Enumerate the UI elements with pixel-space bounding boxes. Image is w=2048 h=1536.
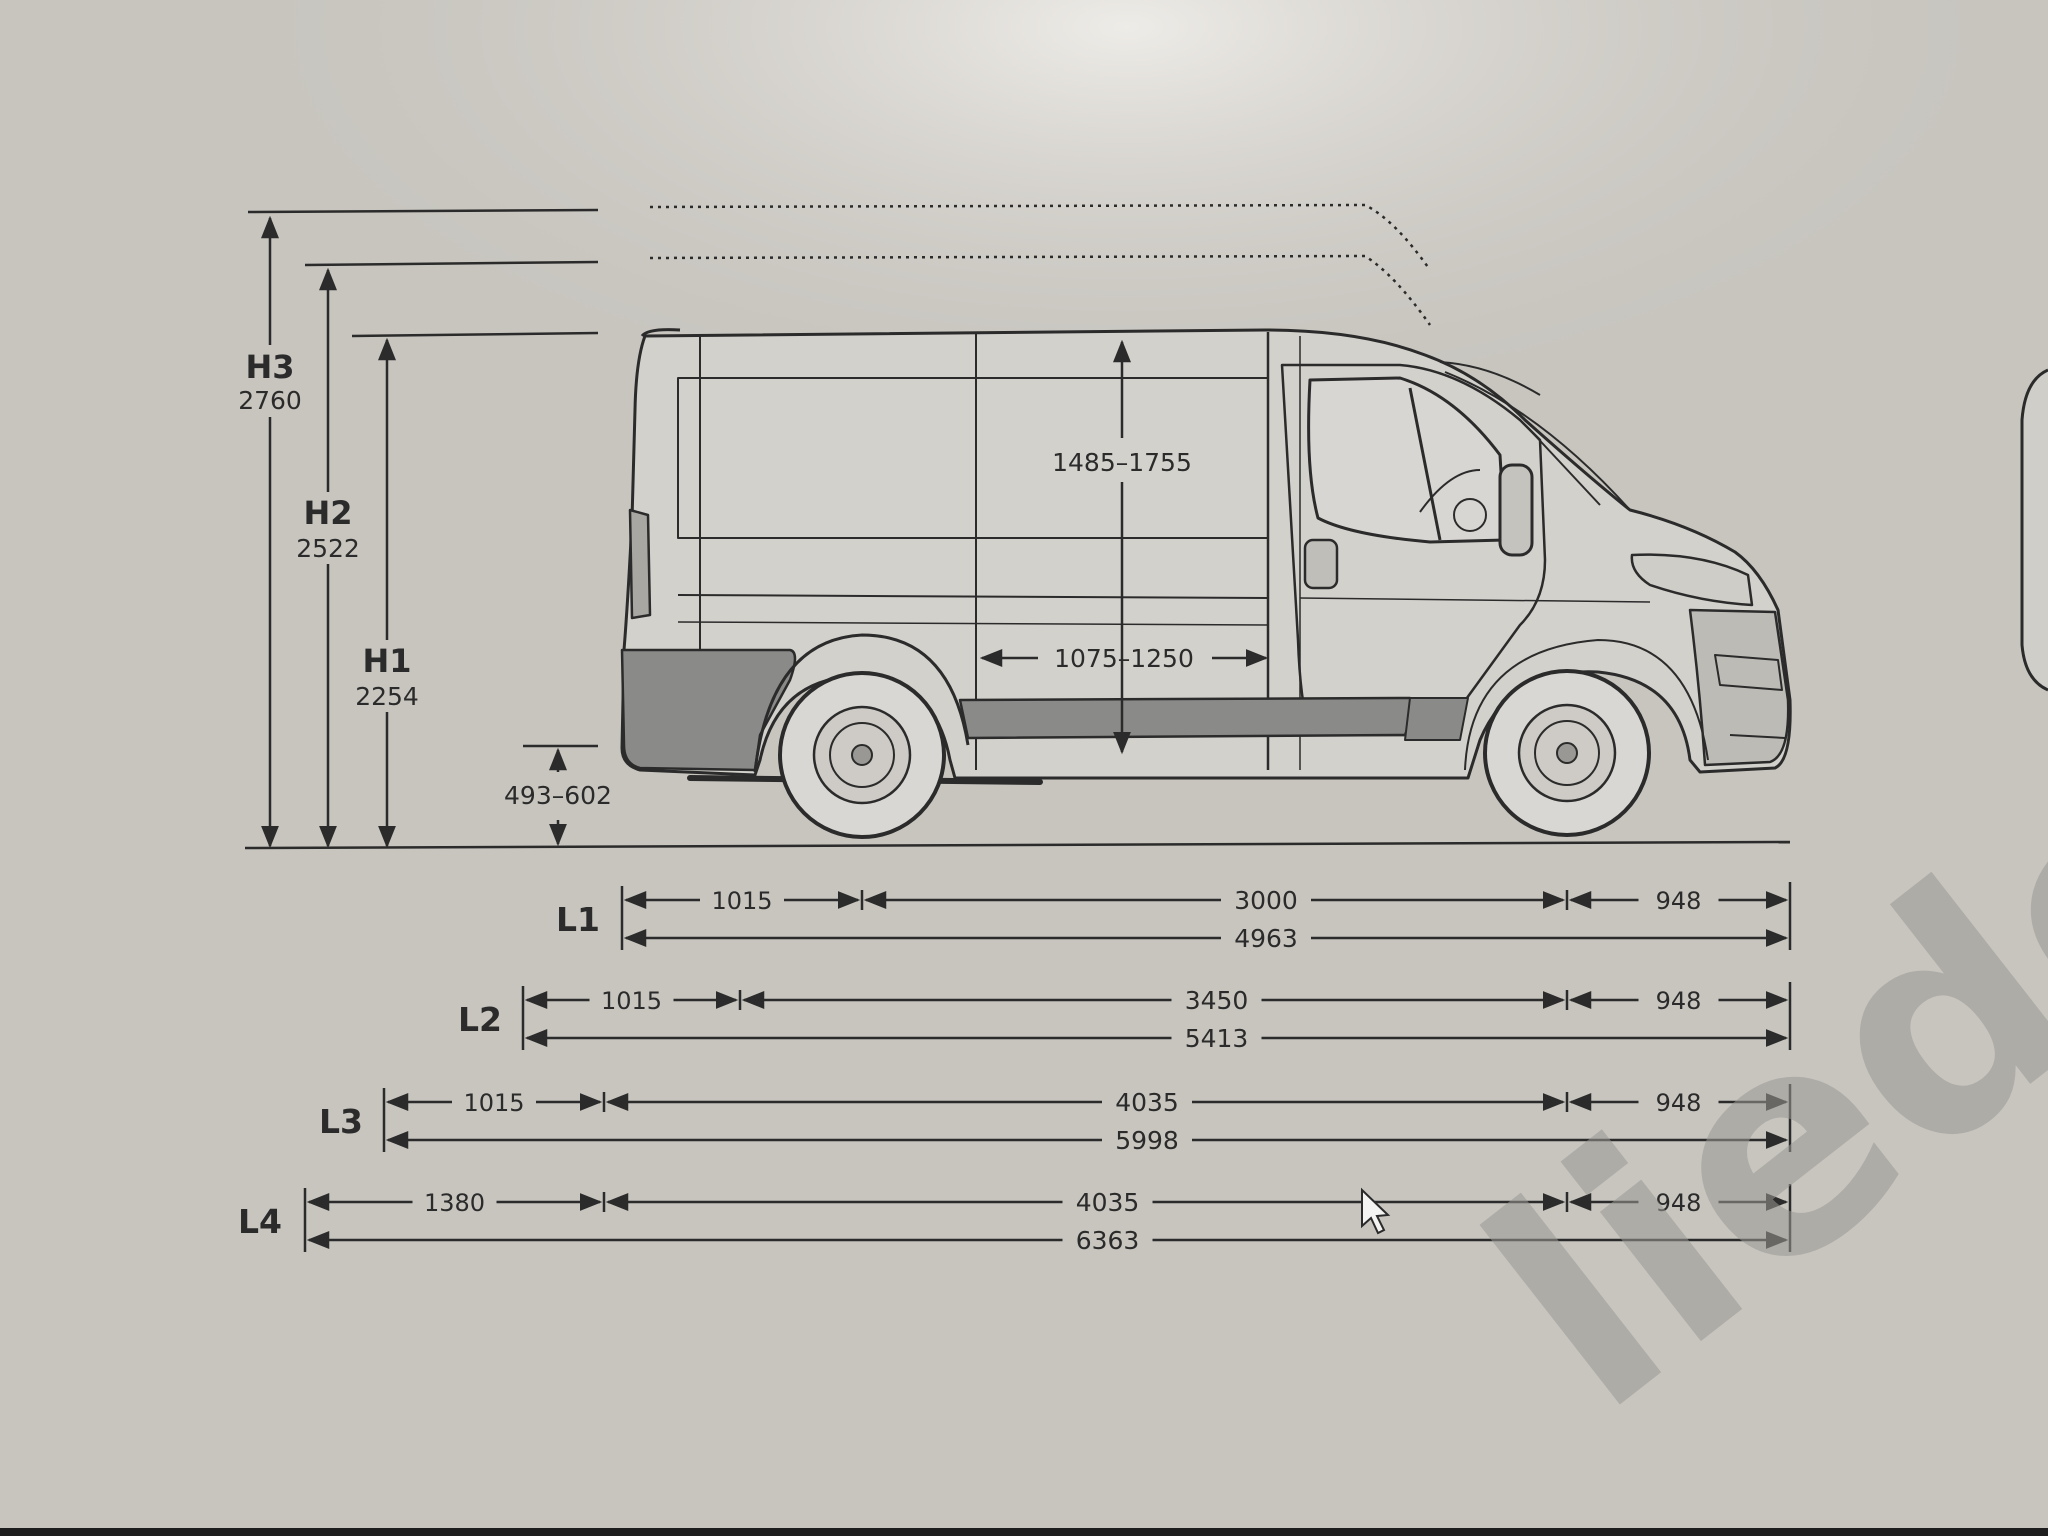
length-row-1: 1015 3000 948 4963 L1	[556, 882, 1792, 953]
h1-label: H1	[362, 642, 411, 680]
length-row-label: L1	[556, 900, 600, 939]
total-length-value: 6363	[1076, 1226, 1140, 1255]
height-labels: H3 2760 H2 2522 H1 2254	[232, 345, 425, 712]
step-height-value: 493–602	[504, 781, 612, 810]
wheelbase-value: 4035	[1115, 1088, 1179, 1117]
van-body	[620, 328, 1792, 780]
adjacent-page-edge	[2020, 368, 2048, 692]
rear-overhang-value: 948	[1656, 987, 1702, 1015]
step-height-dimension: 493–602	[504, 744, 612, 847]
total-length-value: 4963	[1234, 924, 1298, 953]
interior-height-dimension: 1485–1755	[1052, 339, 1192, 755]
wheelbase-value: 3450	[1185, 986, 1249, 1015]
wheelbase-value: 4035	[1076, 1188, 1140, 1217]
h3-value: 2760	[238, 386, 302, 415]
total-length-value: 5413	[1185, 1024, 1249, 1053]
h2-value: 2522	[296, 534, 360, 563]
mouse-cursor	[1361, 1187, 1391, 1235]
cab-window	[1307, 376, 1507, 544]
length-row-label: L4	[238, 1202, 282, 1241]
rear-overhang-value: 948	[1656, 1089, 1702, 1117]
front-overhang-value: 1015	[601, 987, 662, 1015]
screen-bezel-bottom	[0, 1528, 2048, 1536]
high-roof-outlines	[649, 203, 1432, 326]
length-row-4: 1380 4035 948 6363 L4	[238, 1184, 1792, 1255]
van-illustration	[620, 328, 1792, 785]
front-overhang-value: 1015	[463, 1089, 524, 1117]
front-wheel	[1483, 669, 1651, 837]
length-row-label: L2	[458, 1000, 502, 1039]
rear-wheel	[778, 671, 946, 839]
rear-overhang-value: 948	[1656, 887, 1702, 915]
rear-overhang-value: 948	[1656, 1189, 1702, 1217]
wheelbase-value: 3000	[1234, 886, 1298, 915]
front-overhang-value: 1015	[711, 887, 772, 915]
length-dimension-rows: 1015 3000 948 4963 L1 1015 3450 948 5413 L2 1015 40…	[238, 882, 1792, 1255]
height-reference-lines	[244, 208, 1791, 850]
length-row-2: 1015 3450 948 5413 L2	[458, 982, 1792, 1053]
front-overhang-value: 1380	[424, 1189, 485, 1217]
door-width-value: 1075–1250	[1054, 644, 1194, 673]
door-width-dimension: 1075–1250	[979, 644, 1269, 673]
interior-height-value: 1485–1755	[1052, 448, 1192, 477]
length-row-label: L3	[319, 1102, 363, 1141]
total-length-value: 5998	[1115, 1126, 1179, 1155]
side-strip	[958, 696, 1413, 740]
h2-label: H2	[303, 494, 352, 532]
h3-label: H3	[245, 348, 294, 386]
h1-value: 2254	[355, 682, 419, 711]
length-row-3: 1015 4035 948 5998 L3	[319, 1084, 1792, 1155]
